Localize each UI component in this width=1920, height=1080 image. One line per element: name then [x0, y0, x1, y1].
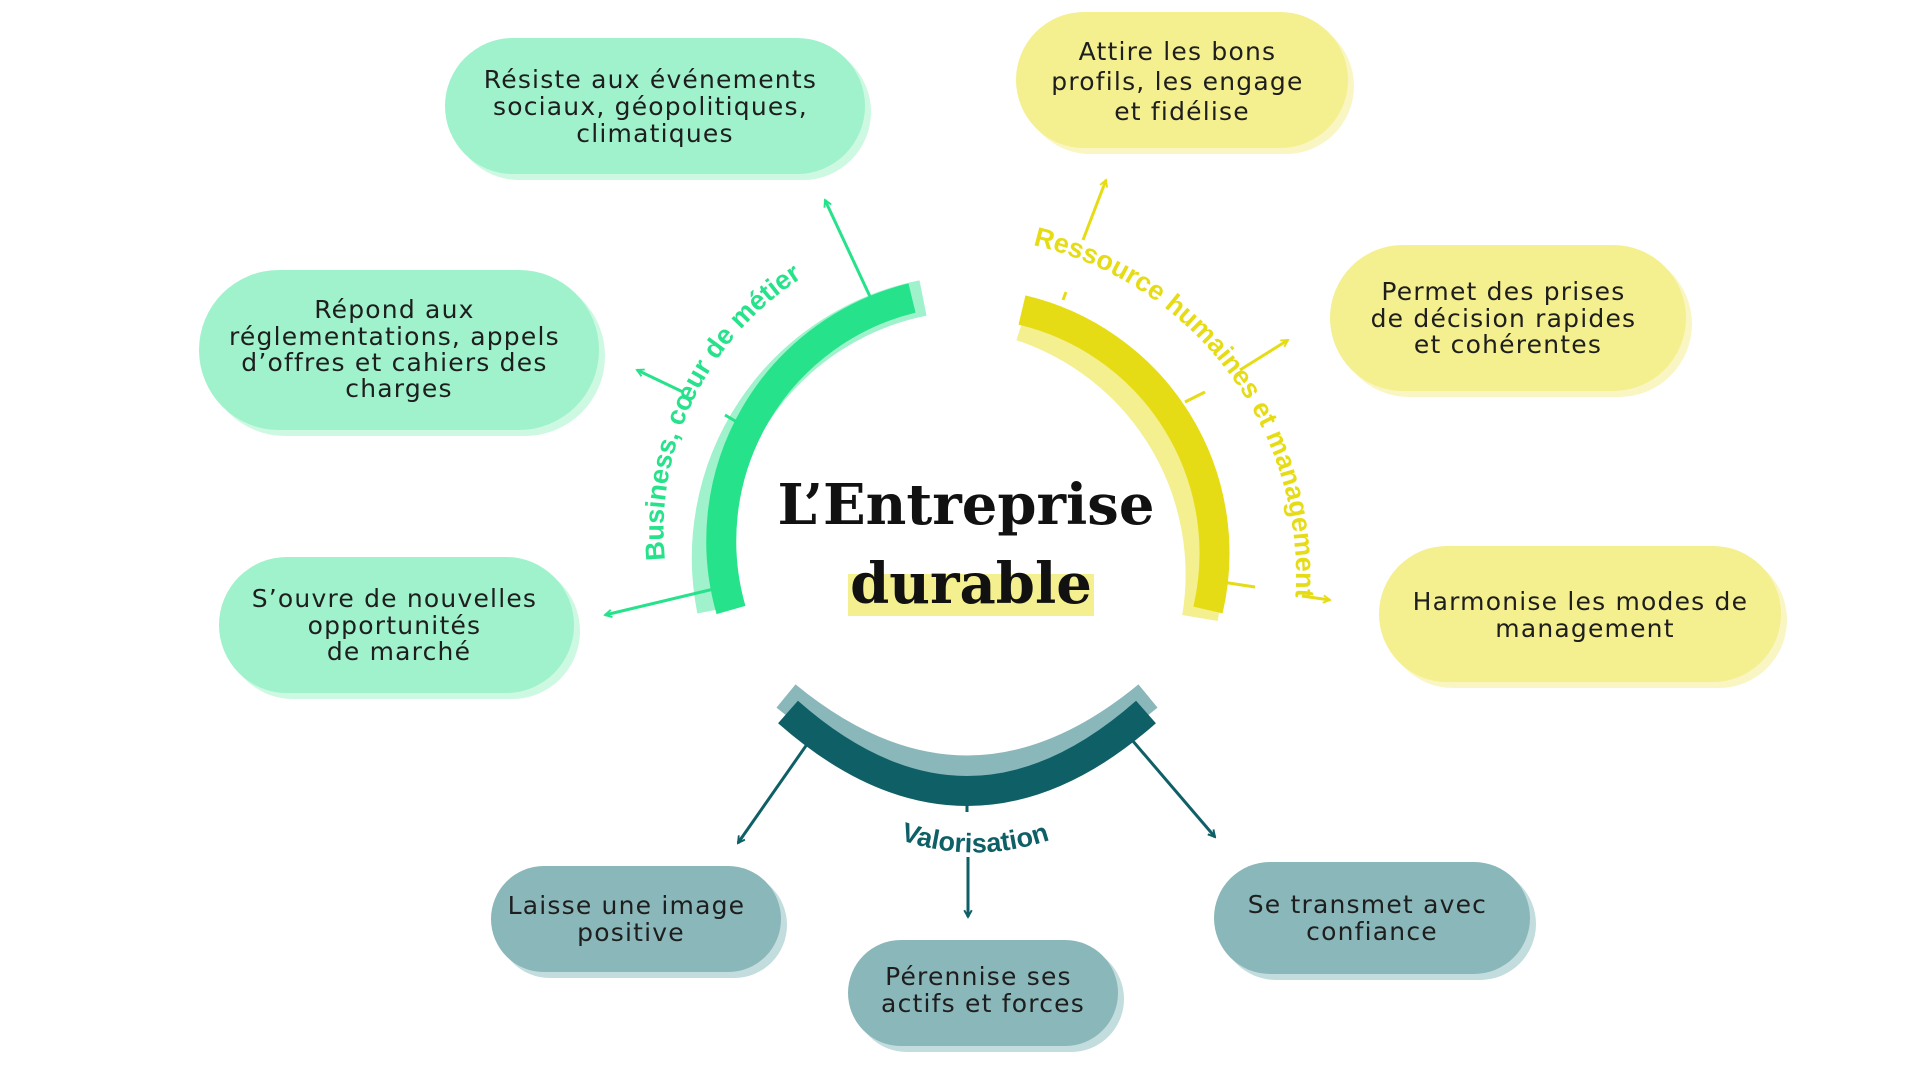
valorisation-arc	[778, 700, 1156, 806]
business-pill-3: S’ouvre de nouvelles opportunités de mar…	[219, 557, 580, 699]
business-tick-2	[724, 413, 743, 427]
rh-pill-2-text: Permet des prises de décision rapides et…	[1371, 277, 1646, 359]
rh-arrow-2	[1239, 338, 1288, 372]
rh-arrow-3	[1301, 594, 1330, 600]
valorisation-pill-2: Pérennise ses actifs et forces	[848, 940, 1124, 1052]
rh-pill-2: Permet des prises de décision rapides et…	[1330, 245, 1692, 397]
rh-arrow-1	[1081, 180, 1106, 241]
business-pill-1-text: Résiste aux événements sociaux, géopolit…	[484, 65, 826, 148]
valorisation-pill-2-text: Pérennise ses actifs et forces	[881, 962, 1085, 1018]
business-pill-3-text: S’ouvre de nouvelles opportunités de mar…	[252, 584, 547, 666]
valorisation-label: Valorisation	[898, 817, 1052, 859]
valorisation-pill-3-text: Se transmet avec confiance	[1248, 890, 1497, 946]
valorisation-pill-3: Se transmet avec confiance	[1214, 862, 1536, 980]
valorisation-pill-1-text: Laisse une image positive	[508, 891, 755, 947]
title-highlight	[848, 574, 1094, 616]
business-pill-2-text: Répond aux réglementations, appels d’off…	[229, 295, 569, 403]
business-arrow-3	[605, 586, 719, 615]
rh-tick-1	[1061, 291, 1068, 301]
center-title: L’Entreprise durable	[778, 472, 1155, 617]
business-pill-1: Résiste aux événements sociaux, géopolit…	[445, 38, 871, 180]
rh-tick-2	[1184, 390, 1206, 404]
business-arrow-2	[637, 370, 684, 394]
valorisation-arrow-1	[736, 739, 812, 843]
title-line-2: durable	[850, 551, 1092, 617]
rh-pill-3-text: Harmonise les modes de management	[1413, 587, 1758, 643]
title-line-1: L’Entreprise	[778, 472, 1155, 538]
branch-business: Business, cœur de métier Résiste aux évé…	[199, 38, 927, 699]
business-arc	[706, 283, 916, 615]
branch-valorisation: Valorisation Laisse une image positive P…	[491, 684, 1536, 1052]
rh-tick-3	[1221, 580, 1256, 589]
business-pill-2: Répond aux réglementations, appels d’off…	[199, 270, 605, 436]
rh-pill-3: Harmonise les modes de management	[1379, 546, 1787, 688]
valorisation-arrow-3	[1130, 739, 1215, 837]
valorisation-pill-1: Laisse une image positive	[491, 866, 787, 978]
rh-pill-1-text: Attire les bons profils, les engage et f…	[1051, 37, 1312, 126]
rh-arc	[1018, 295, 1230, 614]
rh-pill-1: Attire les bons profils, les engage et f…	[1016, 12, 1354, 154]
branch-rh: Ressource humaines et management Attire …	[1016, 12, 1787, 688]
business-arrow-1	[825, 200, 875, 304]
